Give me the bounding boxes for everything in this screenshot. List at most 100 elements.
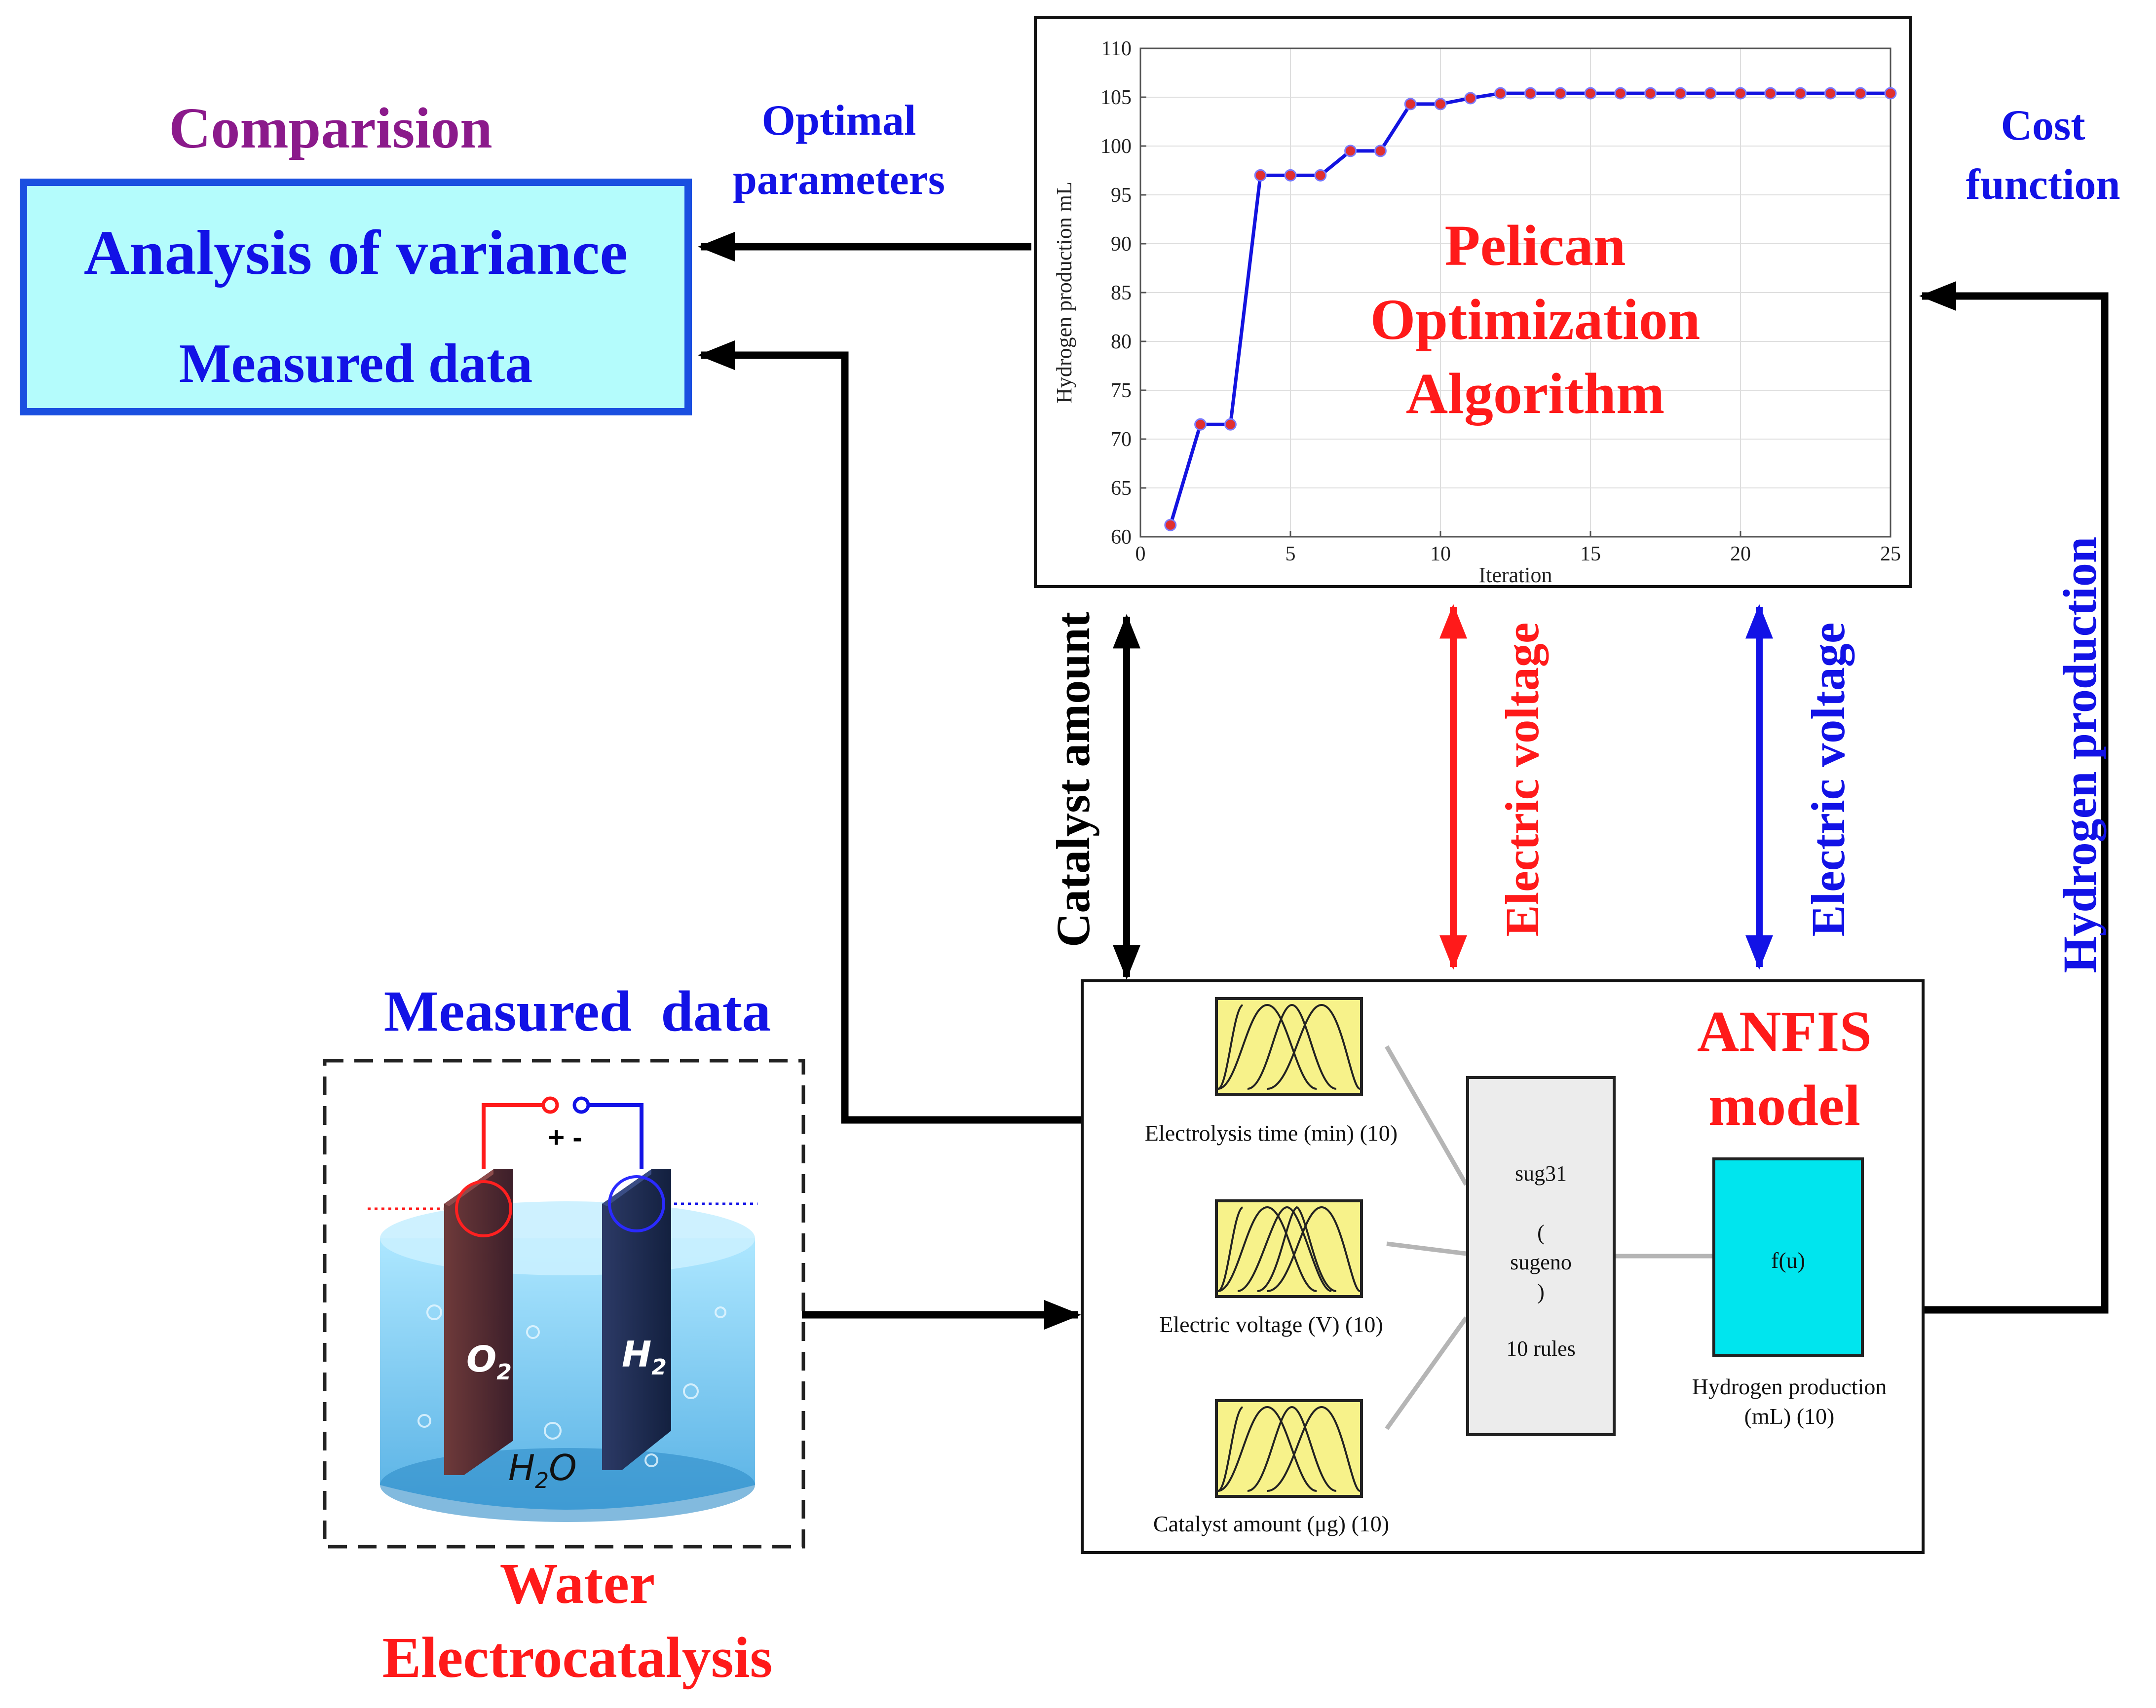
anova-title: Analysis of variance: [83, 218, 628, 288]
y-tick-label: 95: [1111, 184, 1132, 207]
y-tick-label: 75: [1111, 379, 1132, 402]
mf-input2[interactable]: [1215, 1199, 1363, 1298]
rule-block[interactable]: sug31 ( sugeno ) 10 rules: [1466, 1076, 1616, 1436]
data-point: [1404, 98, 1417, 111]
data-point: [1704, 87, 1717, 100]
o2-subscript: 2: [496, 1360, 512, 1385]
polarity-label: + -: [548, 1121, 582, 1153]
data-point: [1344, 145, 1357, 157]
data-point: [1224, 418, 1237, 431]
blue-wire: [587, 1103, 643, 1169]
y-tick-label: 60: [1111, 526, 1132, 549]
x-tick-label: 25: [1880, 543, 1901, 565]
data-point: [1794, 87, 1807, 100]
water-line1: Water: [499, 1551, 655, 1616]
cost-function-label: Cost function: [1934, 96, 2152, 215]
x-tick-label: 10: [1430, 543, 1451, 565]
arrow-measured-to-anova: [697, 340, 1081, 1124]
mf-curves-icon: [1217, 1003, 1361, 1090]
rule-line3: sugeno: [1510, 1250, 1572, 1274]
x-tick-label: 0: [1135, 543, 1146, 565]
mf-curves-icon: [1217, 1406, 1361, 1492]
rule-line2: (: [1537, 1221, 1545, 1245]
mf-input3[interactable]: [1215, 1399, 1363, 1498]
o2-symbol: O: [466, 1338, 496, 1380]
h2-subscript: 2: [651, 1355, 667, 1380]
y-tick-label: 100: [1100, 135, 1132, 158]
data-point: [1824, 87, 1837, 100]
x-tick-label: 20: [1730, 543, 1751, 565]
h2o-symbol-end: O: [549, 1447, 577, 1488]
poa-line1: Pelican: [1444, 213, 1626, 278]
electric-voltage-red-label: Electric voltage: [1496, 622, 1549, 937]
poa-title: Pelican Optimization Algorithm: [1323, 209, 1747, 431]
data-point: [1644, 87, 1657, 100]
y-tick-label: 105: [1100, 86, 1132, 109]
output-label: Hydrogen production (mL) (10): [1661, 1372, 1918, 1431]
red-electrode-circle: [455, 1180, 512, 1237]
red-electrode: [444, 1169, 513, 1475]
x-axis-label: Iteration: [1478, 563, 1552, 585]
y-tick-label: 80: [1111, 331, 1132, 353]
measured-data-title: Measured data: [383, 979, 771, 1043]
data-point: [1764, 87, 1777, 100]
rule-line4: ): [1537, 1280, 1545, 1304]
arrow-cost-function: [1919, 281, 2109, 1314]
electric-voltage-blue-label: Electric voltage: [1802, 622, 1854, 937]
anova-subtitle: Measured data: [179, 333, 533, 394]
anfis-line2: model: [1708, 1073, 1861, 1138]
data-point: [1464, 92, 1477, 105]
water-line2: Electrocatalysis: [382, 1625, 773, 1690]
mf-input1[interactable]: [1215, 997, 1363, 1096]
data-point: [1584, 87, 1597, 100]
data-point: [1194, 418, 1207, 431]
output-func: f(u): [1771, 1248, 1805, 1273]
output-line1: Hydrogen production: [1692, 1374, 1887, 1399]
data-point: [1284, 169, 1297, 182]
data-point: [1434, 98, 1447, 111]
y-tick-label: 85: [1111, 282, 1132, 304]
anfis-panel: Electrolysis time (min) (10) Electric vo…: [1081, 979, 1925, 1554]
poa-line2: Optimization: [1370, 287, 1701, 352]
input2-label: Electric voltage (V) (10): [1159, 1312, 1383, 1337]
y-tick-label: 70: [1111, 428, 1132, 451]
rule-line5: 10 rules: [1506, 1337, 1576, 1361]
data-point: [1854, 87, 1867, 100]
blue-electrode-circle: [608, 1175, 665, 1232]
cell-dashed-box: [323, 1059, 805, 1549]
data-point: [1524, 87, 1537, 100]
data-point: [1494, 87, 1507, 100]
anova-box: Analysis of variance Measured data: [20, 179, 692, 415]
y-tick-label: 110: [1101, 37, 1132, 60]
h2o-label: H2O: [508, 1447, 577, 1493]
water-electrocatalysis-label: Water Electrocatalysis: [276, 1547, 878, 1695]
hydrogen-production-label: Hydrogen production: [2053, 536, 2106, 973]
optimal-parameters-label: Optimal parameters: [701, 91, 977, 210]
output-block[interactable]: f(u): [1712, 1157, 1864, 1357]
data-point: [1734, 87, 1747, 100]
y-tick-label: 90: [1111, 233, 1132, 256]
output-line2: (mL) (10): [1744, 1404, 1835, 1429]
anfis-title: ANFIS model: [1646, 995, 1923, 1143]
mf-curves-icon: [1217, 1206, 1361, 1292]
data-point: [1164, 519, 1177, 531]
data-point: [1554, 87, 1567, 100]
data-point: [1674, 87, 1687, 100]
y-axis-label: Hydrogen production mL: [1052, 182, 1076, 404]
optimal-line1: Optimal: [761, 97, 916, 145]
data-point: [1254, 169, 1267, 182]
container-top: [380, 1201, 755, 1275]
h2-symbol: H: [622, 1334, 651, 1375]
h2o-symbol: H: [508, 1447, 535, 1488]
optimal-line2: parameters: [732, 156, 946, 204]
cost-line2: function: [1966, 161, 2120, 209]
data-point: [1314, 169, 1327, 182]
red-wire: [482, 1103, 545, 1169]
catalyst-amount-label: Catalyst amount: [1047, 612, 1099, 948]
comparison-title: Comparision: [169, 96, 492, 160]
anfis-line1: ANFIS: [1697, 999, 1872, 1064]
x-tick-label: 5: [1286, 543, 1296, 565]
